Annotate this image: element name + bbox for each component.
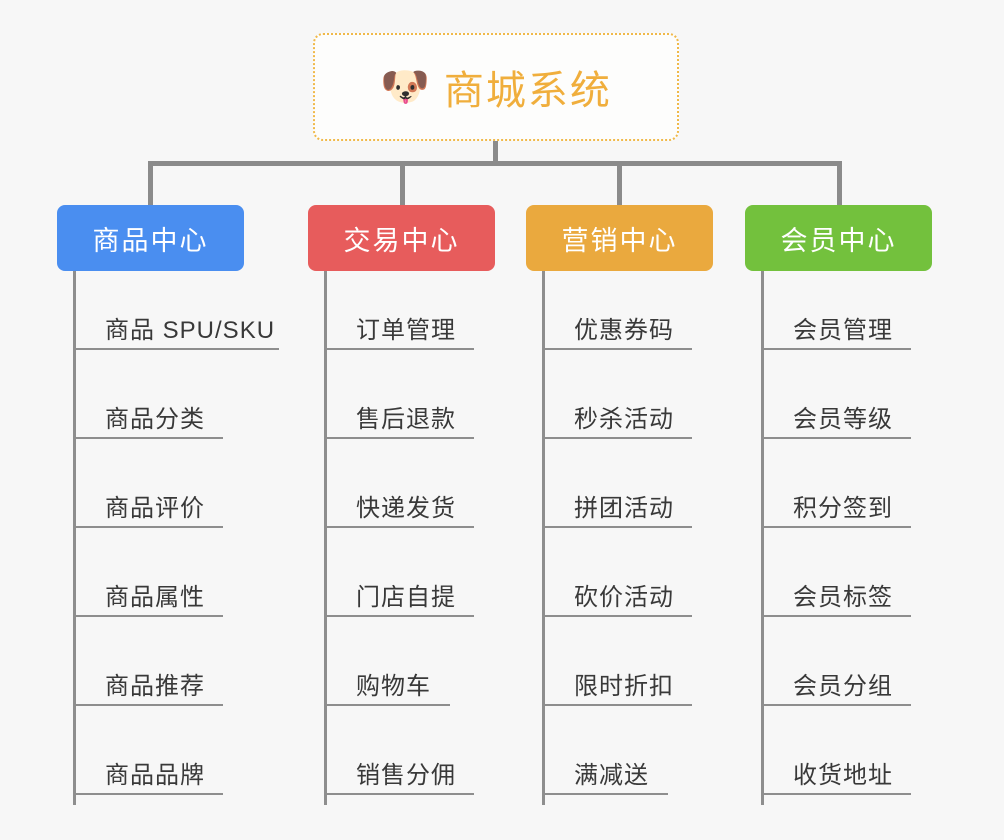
item-label: 积分签到	[793, 495, 893, 522]
item-label: 商品评价	[105, 495, 205, 522]
item-underline	[73, 793, 223, 795]
item-underline	[73, 615, 223, 617]
root-node[interactable]: 🐶 商城系统	[313, 33, 679, 141]
category-label: 会员中心	[780, 225, 897, 256]
connector-drop-3	[617, 161, 622, 207]
item-underline	[761, 793, 911, 795]
item-label: 满减送	[574, 762, 649, 789]
branch-column-member-center: 会员中心 会员管理 会员等级 积分签到 会员标签 会员分组	[745, 205, 932, 805]
category-label: 商品中心	[92, 225, 209, 256]
item-label: 购物车	[356, 673, 431, 700]
dog-face-icon: 🐶	[380, 65, 430, 109]
item-underline	[324, 526, 474, 528]
item-underline	[324, 615, 474, 617]
branch-spine	[542, 271, 545, 805]
item-underline	[761, 704, 911, 706]
connector-drop-1	[148, 161, 153, 207]
item-label: 门店自提	[356, 584, 456, 611]
branch-column-marketing-center: 营销中心 优惠券码 秒杀活动 拼团活动 砍价活动 限时折扣	[526, 205, 713, 805]
item-underline	[761, 437, 911, 439]
item-underline	[73, 348, 279, 350]
item-underline	[73, 526, 223, 528]
category-header-member-center[interactable]: 会员中心	[745, 205, 932, 271]
branch-column-product-center: 商品中心 商品 SPU/SKU 商品分类 商品评价 商品属性 商品推荐	[57, 205, 279, 805]
item-label: 拼团活动	[574, 495, 674, 522]
item-underline	[542, 437, 692, 439]
connector-bracket	[148, 161, 842, 166]
connector-drop-2	[400, 161, 405, 207]
connector-drop-4	[837, 161, 842, 207]
item-label: 商品分类	[105, 406, 205, 433]
item-underline	[73, 437, 223, 439]
item-label: 收货地址	[793, 762, 893, 789]
item-underline	[542, 615, 692, 617]
category-label: 营销中心	[561, 225, 678, 256]
item-label: 限时折扣	[574, 673, 674, 700]
root-title: 商城系统	[443, 69, 612, 113]
item-label: 快递发货	[356, 495, 456, 522]
item-label: 商品 SPU/SKU	[105, 317, 276, 344]
item-underline	[761, 615, 911, 617]
item-underline	[324, 704, 450, 706]
item-label: 秒杀活动	[574, 406, 674, 433]
connector-root-stem	[493, 141, 498, 165]
item-label: 商品推荐	[105, 673, 205, 700]
item-label: 会员标签	[793, 584, 893, 611]
branch-spine	[324, 271, 327, 805]
category-label: 交易中心	[343, 225, 460, 256]
item-underline	[542, 348, 692, 350]
item-label: 优惠券码	[574, 317, 674, 344]
item-label: 销售分佣	[356, 762, 456, 789]
category-header-marketing-center[interactable]: 营销中心	[526, 205, 713, 271]
item-underline	[761, 526, 911, 528]
item-underline	[761, 348, 911, 350]
item-underline	[324, 437, 474, 439]
item-label: 砍价活动	[574, 584, 674, 611]
item-label: 会员分组	[793, 673, 893, 700]
branch-spine	[761, 271, 764, 805]
item-underline	[324, 793, 474, 795]
item-underline	[542, 704, 692, 706]
branch-column-trade-center: 交易中心 订单管理 售后退款 快递发货 门店自提 购物车	[308, 205, 495, 805]
item-label: 商品属性	[105, 584, 205, 611]
branch-spine	[73, 271, 76, 805]
item-underline	[324, 348, 474, 350]
item-label: 订单管理	[356, 317, 456, 344]
item-underline	[73, 704, 223, 706]
item-label: 售后退款	[356, 406, 456, 433]
category-header-trade-center[interactable]: 交易中心	[308, 205, 495, 271]
item-label: 会员等级	[793, 406, 893, 433]
item-underline	[542, 526, 692, 528]
category-header-product-center[interactable]: 商品中心	[57, 205, 244, 271]
item-label: 会员管理	[793, 317, 893, 344]
item-label: 商品品牌	[105, 762, 205, 789]
item-underline	[542, 793, 668, 795]
